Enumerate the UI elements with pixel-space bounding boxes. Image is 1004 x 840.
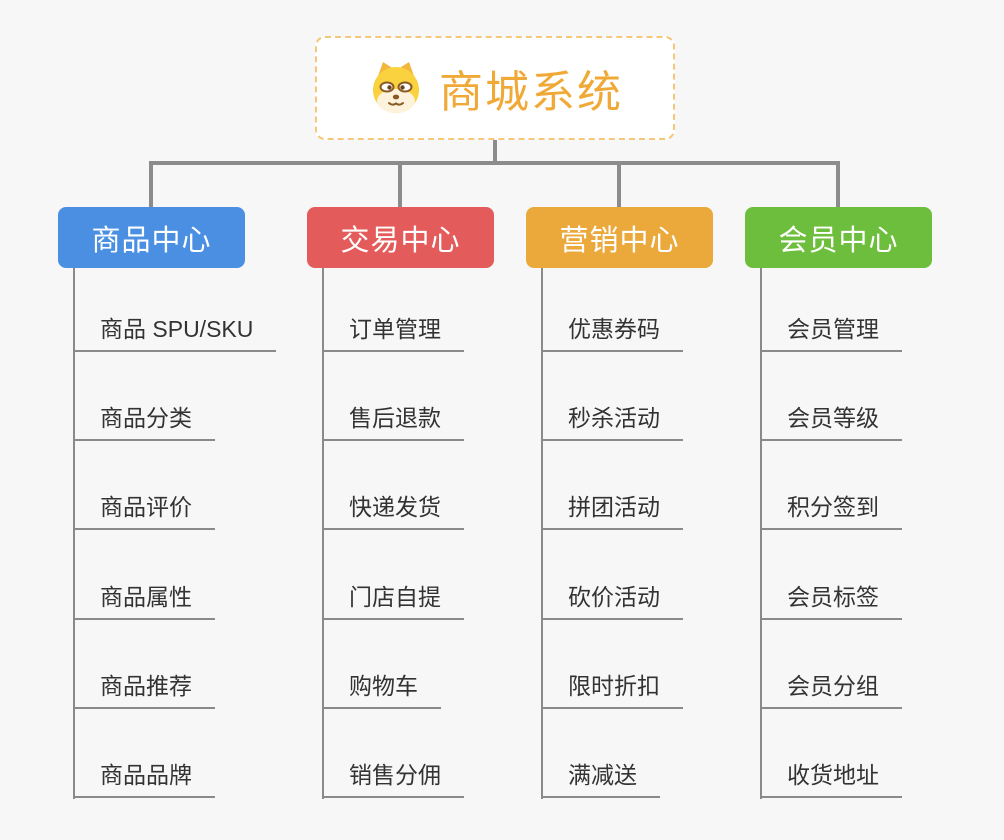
leaf-node[interactable]: 销售分佣	[322, 760, 464, 798]
connector-drop	[617, 163, 621, 208]
leaf-node[interactable]: 售后退款	[322, 403, 464, 441]
branch-node-product-center[interactable]: 商品中心	[58, 207, 245, 268]
leaf-node[interactable]: 商品评价	[73, 492, 215, 530]
leaf-node[interactable]: 商品推荐	[73, 671, 215, 709]
doge-icon	[373, 62, 419, 113]
leaf-node[interactable]: 积分签到	[760, 492, 902, 530]
leaf-node[interactable]: 商品分类	[73, 403, 215, 441]
leaf-node[interactable]: 会员等级	[760, 403, 902, 441]
connector-root-stub	[493, 139, 497, 165]
branch-node-member-center[interactable]: 会员中心	[745, 207, 932, 268]
leaf-node[interactable]: 限时折扣	[541, 671, 683, 709]
leaf-node[interactable]: 会员标签	[760, 582, 902, 620]
leaf-node[interactable]: 会员管理	[760, 314, 902, 352]
leaf-node[interactable]: 快递发货	[322, 492, 464, 530]
leaf-node[interactable]: 秒杀活动	[541, 403, 683, 441]
root-title: 商城系统	[439, 68, 623, 117]
leaf-node[interactable]: 商品属性	[73, 582, 215, 620]
connector-drop	[149, 163, 153, 208]
leaf-node[interactable]: 收货地址	[760, 760, 902, 798]
leaf-node[interactable]: 订单管理	[322, 314, 464, 352]
leaf-node[interactable]: 砍价活动	[541, 582, 683, 620]
connector-drop	[836, 163, 840, 208]
leaf-node[interactable]: 购物车	[322, 671, 441, 709]
connector-bus	[149, 161, 840, 165]
leaf-node[interactable]: 拼团活动	[541, 492, 683, 530]
connector-column-line	[322, 268, 324, 799]
branch-node-trade-center[interactable]: 交易中心	[307, 207, 494, 268]
connector-column-line	[541, 268, 543, 799]
leaf-node[interactable]: 会员分组	[760, 671, 902, 709]
connector-column-line	[760, 268, 762, 799]
leaf-node[interactable]: 商品品牌	[73, 760, 215, 798]
leaf-node[interactable]: 优惠券码	[541, 314, 683, 352]
branch-node-marketing-center[interactable]: 营销中心	[526, 207, 713, 268]
connector-column-line	[73, 268, 75, 799]
leaf-node[interactable]: 门店自提	[322, 582, 464, 620]
root-node[interactable]: 商城系统	[315, 36, 675, 140]
connector-drop	[398, 163, 402, 208]
leaf-node[interactable]: 商品 SPU/SKU	[73, 314, 277, 352]
leaf-node[interactable]: 满减送	[541, 760, 660, 798]
